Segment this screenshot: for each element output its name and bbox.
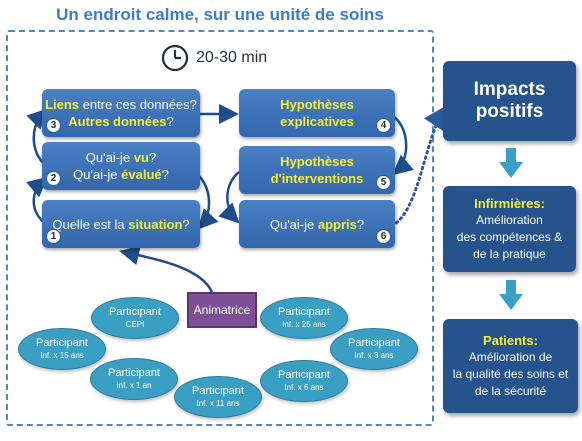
step-learned: Qu'ai-je appris? 6 <box>239 200 395 248</box>
patients-outcome-box: Patients: Amélioration de la qualité des… <box>443 319 578 413</box>
step-observations-line2: Qu'ai-je évalué? <box>73 167 169 182</box>
arrow-down-icon <box>499 280 523 310</box>
arrow-down-icon <box>499 148 523 178</box>
animatrice-box: Animatrice <box>187 292 257 328</box>
step-hypotheses-line2: explicatives <box>280 114 354 129</box>
step-situation: Quelle est la situation? 1 <box>42 200 200 248</box>
step-situation-text: Quelle est la situation? <box>52 216 190 232</box>
nurses-line: Amélioration <box>476 213 543 227</box>
step-number-badge: 4 <box>376 118 391 133</box>
step-links: Liens entre ces données? Autres données?… <box>42 89 200 137</box>
step-observations-line1: Qu'ai-je vu? <box>85 150 157 165</box>
step-observations: Qu'ai-je vu? Qu'ai-je évalué? 2 <box>42 142 200 190</box>
positive-impacts-box: Impacts positifs <box>443 61 576 141</box>
nurses-line: de la pratique <box>473 247 546 261</box>
step-intervention-hypotheses: Hypothèses d'interventions 5 <box>239 146 395 194</box>
step-number-badge: 5 <box>376 175 391 190</box>
timer-icon <box>161 44 189 72</box>
step-links-line1: Liens entre ces données? <box>45 97 197 112</box>
nurses-outcome-box: Infirmières: Amélioration des compétence… <box>443 186 576 272</box>
care-unit-frame <box>6 30 434 426</box>
step-explanatory-hypotheses: Hypothèses explicatives 4 <box>239 89 395 137</box>
step-hypotheses-line1: Hypothèses <box>280 97 354 112</box>
step-interventions-line1: Hypothèses <box>280 154 354 169</box>
step-number-badge: 2 <box>46 171 61 186</box>
patients-line: la qualité des soins et <box>452 367 569 381</box>
patients-title: Patients: <box>483 333 538 348</box>
step-interventions-line2: d'interventions <box>270 171 364 186</box>
step-number-badge: 6 <box>376 229 391 244</box>
step-links-line2: Autres données? <box>68 114 174 129</box>
nurses-title: Infirmières: <box>474 196 545 211</box>
patients-line: de la sécurité <box>474 384 547 398</box>
step-number-badge: 3 <box>46 118 61 133</box>
diagram-title: Un endroit calme, sur une unité de soins <box>56 5 384 24</box>
nurses-line: des compétences & <box>456 230 563 244</box>
step-number-badge: 1 <box>46 229 61 244</box>
duration-label: 20-30 min <box>196 49 268 66</box>
patients-line: Amélioration de <box>468 350 553 364</box>
step-learned-text: Qu'ai-je appris? <box>269 216 365 232</box>
